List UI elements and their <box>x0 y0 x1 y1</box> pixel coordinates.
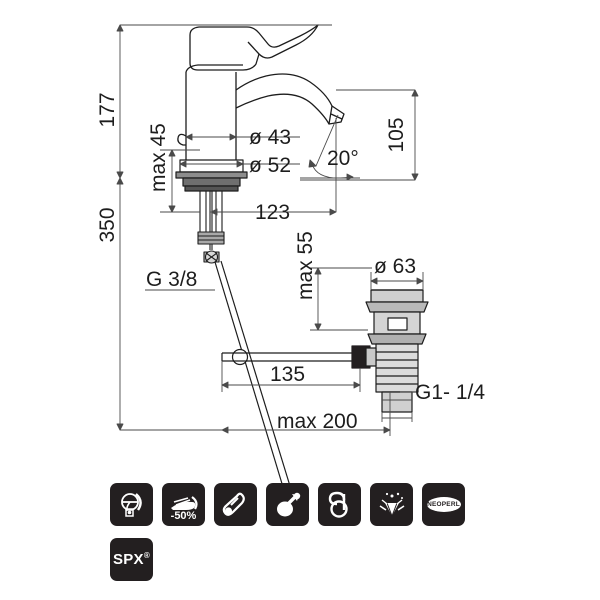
aerator-cartridge-icon <box>110 483 153 526</box>
dim-height-total: 177 <box>96 92 119 127</box>
dim-rod-length-max: max 200 <box>277 410 358 433</box>
spx-badge-label: SPX <box>112 551 144 568</box>
dim-waste-thread: G1- 1/4 <box>415 381 485 404</box>
neoperl-logo-icon: NEOPERL <box>422 483 465 526</box>
dim-waste-flange-dia: ø 63 <box>374 255 416 278</box>
ring-handle-icon <box>318 483 361 526</box>
faucet-base-flange <box>175 159 248 192</box>
dim-supply-thread: G 3/8 <box>146 268 197 291</box>
dim-spout-outlet-height: 105 <box>385 117 408 152</box>
spx-badge-superscript: ® <box>143 551 151 560</box>
dim-height-overall: 350 <box>96 207 119 242</box>
feature-icon-strip: -50% <box>110 483 465 526</box>
faucet-tail-shank <box>197 191 225 264</box>
dim-jet-angle: 20° <box>327 147 359 170</box>
anti-limescale-icon <box>370 483 413 526</box>
pop-up-waste-assembly <box>365 289 429 413</box>
spx-badge: SPX® <box>110 538 153 581</box>
faucet-body-outline <box>177 24 345 160</box>
dim-spout-reach: 123 <box>255 201 290 224</box>
dim-basin-thickness: max 45 <box>147 123 170 192</box>
water-saving-icon: -50% <box>162 483 205 526</box>
dimension-lines <box>116 24 424 436</box>
certification-badge-strip: SPX® <box>110 538 153 581</box>
neoperl-logo-label: NEOPERL <box>426 497 461 512</box>
ceramic-cartridge-icon <box>266 483 309 526</box>
dim-rod-length: 135 <box>270 363 305 386</box>
water-saving-label: -50% <box>170 510 197 522</box>
thermometer-icon <box>214 483 257 526</box>
dim-body-diameter-base: ø 52 <box>249 154 291 177</box>
dim-waste-height: max 55 <box>294 231 317 300</box>
dim-body-diameter-top: ø 43 <box>249 126 291 149</box>
